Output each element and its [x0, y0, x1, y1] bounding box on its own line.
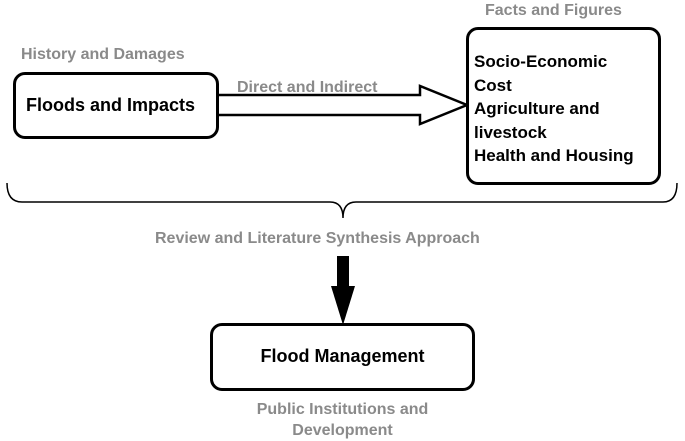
direct-indirect-label: Direct and Indirect	[237, 79, 378, 96]
floods-impacts-text: Floods and Impacts	[26, 95, 196, 115]
facts-item: Socio-Economic	[474, 52, 608, 71]
review-synthesis-label: Review and Literature Synthesis Approach	[155, 230, 480, 247]
down-arrow-shaft	[337, 256, 349, 288]
caption-line: Development	[292, 422, 393, 439]
caption-line: Public Institutions and	[256, 401, 429, 418]
facts-figures-label: Facts and Figures	[485, 2, 622, 19]
curly-brace	[6, 182, 678, 219]
flood-management-box	[210, 323, 475, 391]
flood-management-text: Flood Management	[260, 346, 425, 366]
floods-impacts-box	[13, 72, 219, 139]
facts-item: livestock	[474, 122, 547, 142]
history-damages-label: History and Damages	[21, 46, 185, 63]
down-arrow-head	[331, 286, 355, 325]
facts-figures-box	[466, 27, 661, 185]
facts-item: Health and Housing	[474, 146, 634, 165]
facts-item: Cost	[474, 75, 512, 95]
facts-figures-list: Socio-Economic Cost Agriculture and live…	[474, 50, 634, 168]
public-institutions-caption: Public Institutions and Development	[200, 399, 485, 441]
facts-item: Agriculture and	[474, 99, 600, 118]
